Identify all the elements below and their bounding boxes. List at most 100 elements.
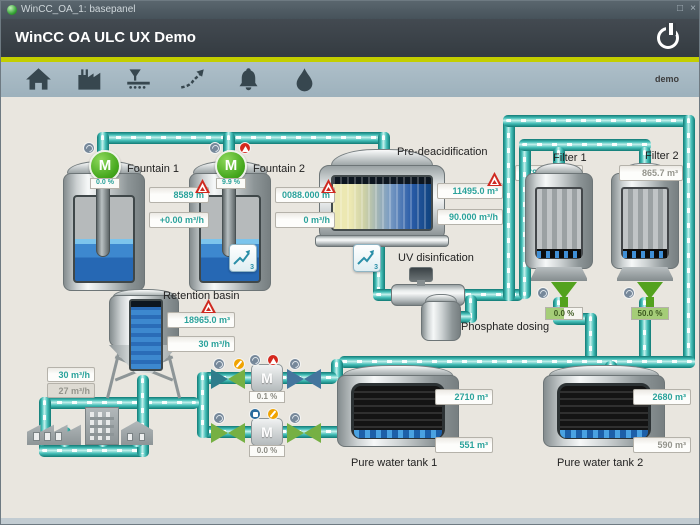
header-bar: WinCC OA ULC UX Demo	[1, 19, 699, 57]
lock-badge-icon[interactable]	[249, 408, 261, 420]
pipe	[503, 115, 515, 301]
puretank1-flow: 551 m³	[435, 437, 493, 453]
gauge-badge-icon[interactable]	[623, 287, 635, 299]
pump-bottom[interactable]: M	[251, 418, 283, 446]
pipe	[519, 139, 651, 151]
alarm-badge-icon[interactable]	[239, 142, 251, 154]
filtration-icon[interactable]	[125, 66, 152, 93]
valve-bottom-left[interactable]	[211, 423, 245, 443]
plant-icon[interactable]	[75, 66, 102, 93]
filter2-skirt	[617, 267, 673, 281]
fountain2-label: Fountain 2	[253, 163, 305, 175]
alarms-icon[interactable]	[235, 66, 262, 93]
filter2-bed	[623, 249, 667, 258]
outflow-secondary: 27 m³/h	[47, 383, 95, 398]
retention-label: Retention basin	[163, 290, 240, 302]
valve-bottom-right[interactable]	[287, 423, 321, 443]
valve-top-right[interactable]	[287, 369, 321, 389]
close-icon[interactable]: ×	[690, 3, 696, 14]
power-icon[interactable]	[657, 23, 679, 49]
pump-top[interactable]: M	[251, 364, 283, 392]
factory-window	[55, 432, 62, 441]
predeacid-base	[315, 235, 449, 247]
filter1-label: Filter 1	[553, 152, 587, 164]
retention-flow: 30 m³/h	[167, 336, 235, 352]
alarm-icon[interactable]	[201, 299, 216, 313]
retention-volume: 18965.0 m³	[167, 312, 235, 328]
filter1-bed	[537, 249, 581, 258]
gauge-badge-icon[interactable]	[537, 287, 549, 299]
wrench-badge-icon[interactable]	[267, 408, 279, 420]
window-title: WinCC_OA_1: basepanel	[21, 4, 136, 15]
filter2-valve-position: 50.0 %	[631, 307, 669, 320]
gauge-badge-icon[interactable]	[249, 354, 261, 366]
alarm-icon[interactable]	[321, 179, 336, 193]
puretank2-water	[560, 430, 648, 438]
fountain1-pump-speed: 0.0 %	[90, 178, 120, 189]
puretank1-volume: 2710 m³	[435, 389, 493, 405]
titlebar[interactable]: WinCC_OA_1: basepanel □ ×	[1, 1, 699, 19]
factory-building	[27, 424, 81, 445]
filter1-valve-position: 0.0 %	[545, 307, 583, 320]
fountain1-label: Fountain 1	[127, 163, 179, 175]
factory-window	[44, 432, 51, 441]
puretank2-volume: 2680 m³	[633, 389, 691, 405]
fountain2-pump-speed: 9.9 %	[216, 178, 246, 189]
home-icon[interactable]	[25, 66, 52, 93]
filter1-window	[535, 187, 583, 259]
house-window	[127, 433, 133, 441]
gauge-badge-icon[interactable]	[209, 142, 221, 154]
outflow-main: 30 m³/h	[47, 367, 95, 382]
filter2-label: Filter 2	[645, 150, 679, 162]
wrench-badge-icon[interactable]	[233, 358, 245, 370]
gauge-badge-icon[interactable]	[289, 358, 301, 370]
page-title: WinCC OA ULC UX Demo	[15, 29, 196, 46]
pipe	[197, 372, 209, 438]
valve-top-left[interactable]	[211, 369, 245, 389]
gauge-badge-icon[interactable]	[83, 142, 95, 154]
restore-icon[interactable]: □	[676, 3, 683, 14]
fountain1-flow-value: +0.00 m³/h	[149, 212, 209, 228]
filter1-skirt	[531, 267, 587, 281]
office-building	[85, 407, 119, 445]
puretank1-water	[354, 430, 442, 438]
fountain1-tube	[96, 177, 110, 257]
trends-icon[interactable]	[179, 66, 206, 93]
phosphate-label: Phosphate dosing	[461, 321, 550, 333]
filter2-valve[interactable]	[635, 282, 665, 308]
phosphate-tank[interactable]	[421, 301, 461, 341]
pipe	[503, 115, 695, 127]
pipe	[39, 445, 149, 457]
gauge-badge-icon[interactable]	[289, 412, 301, 424]
fountain2-motor[interactable]: M	[215, 150, 247, 182]
pipe	[585, 313, 597, 368]
puretank2-label: Pure water tank 2	[557, 457, 644, 469]
pump-bottom-speed: 0.0 %	[249, 445, 285, 457]
filter1-valve[interactable]	[549, 282, 579, 308]
predeacid-window	[331, 175, 433, 231]
predeacid-volume: 11495.0 m³	[437, 183, 503, 199]
alarm-icon[interactable]	[195, 179, 210, 193]
pipe	[683, 115, 695, 368]
f2-level-value: 0088.000 m	[275, 187, 335, 203]
f2-flow-value: 0 m³/h	[275, 212, 335, 228]
fountain1-level-value: 8589 m	[149, 187, 209, 203]
water-icon[interactable]	[291, 66, 318, 93]
gauge-badge-icon[interactable]	[213, 358, 225, 370]
alarm-icon[interactable]	[487, 172, 502, 186]
predeacid-flow: 90.000 m³/h	[437, 209, 503, 225]
uv-label: UV disinfication	[398, 252, 474, 264]
fountain2-trend-button[interactable]: 3	[353, 244, 381, 272]
alarm-badge-icon[interactable]	[267, 354, 279, 366]
fountain1-trend-button[interactable]: 3	[229, 244, 257, 272]
factory-window	[33, 432, 40, 441]
gauge-badge-icon[interactable]	[213, 412, 225, 424]
pipe	[98, 132, 390, 144]
uv-stem	[417, 280, 425, 286]
toolbar: demo	[1, 62, 699, 97]
app-icon	[7, 5, 17, 15]
puretank1-label: Pure water tank 1	[351, 457, 438, 469]
predeacid-label: Pre-deacidification	[397, 146, 488, 158]
